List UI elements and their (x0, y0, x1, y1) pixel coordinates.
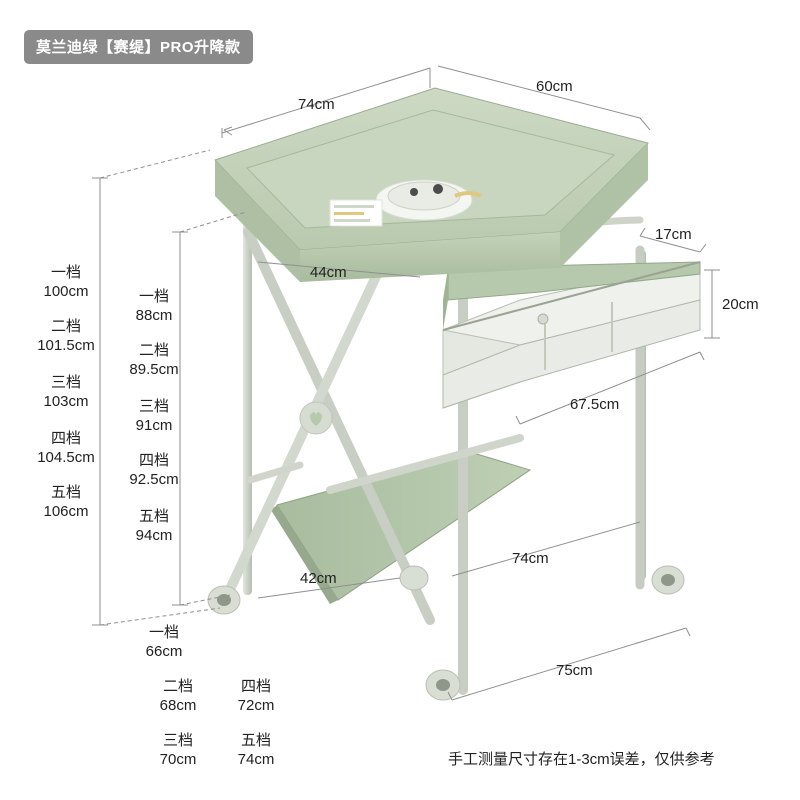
height-outer-5: 五档 106cm (24, 484, 108, 522)
height-bottom-1-value: 66cm (145, 642, 183, 660)
height-bottom-5: 五档 74cm (214, 732, 298, 770)
dim-base-depth: 75cm (556, 662, 593, 679)
height-outer-1-value: 100cm (43, 282, 89, 300)
height-inner-1: 一档 88cm (112, 288, 196, 326)
height-outer-4-gear: 四档 (50, 430, 81, 447)
height-bottom-3-value: 70cm (159, 750, 197, 768)
height-bottom-5-value: 74cm (237, 750, 275, 768)
height-bottom-4-gear: 四档 (240, 678, 271, 695)
height-outer-3-gear: 三档 (50, 374, 81, 391)
height-outer-2-value: 101.5cm (37, 336, 95, 354)
height-inner-4: 四档 92.5cm (106, 452, 202, 490)
height-inner-4-value: 92.5cm (129, 470, 179, 488)
height-bottom-4: 四档 72cm (214, 678, 298, 716)
dim-tray-depth: 44cm (310, 264, 347, 281)
dim-bottom-shelf: 74cm (512, 550, 549, 567)
dim-leg-spread: 42cm (300, 570, 337, 587)
height-inner-2-value: 89.5cm (129, 360, 179, 378)
height-outer-3-value: 103cm (43, 392, 89, 410)
dim-top-left-width: 74cm (298, 96, 335, 113)
height-outer-3: 三档 103cm (24, 374, 108, 412)
height-inner-2-gear: 二档 (138, 342, 169, 359)
dim-basket-height: 20cm (722, 296, 759, 313)
height-bottom-3-gear: 三档 (162, 732, 193, 749)
height-bottom-4-value: 72cm (237, 696, 275, 714)
height-inner-2: 二档 89.5cm (106, 342, 202, 380)
height-outer-4-value: 104.5cm (37, 448, 95, 466)
height-bottom-2-value: 68cm (159, 696, 197, 714)
height-bottom-5-gear: 五档 (240, 732, 271, 749)
height-inner-1-value: 88cm (135, 306, 173, 324)
height-bottom-2: 二档 68cm (136, 678, 220, 716)
height-bottom-1: 一档 66cm (122, 624, 206, 662)
height-inner-5-gear: 五档 (138, 508, 169, 525)
height-bottom-3: 三档 70cm (136, 732, 220, 770)
height-inner-1-gear: 一档 (138, 288, 169, 305)
height-inner-5: 五档 94cm (112, 508, 196, 546)
changing-tray (214, 87, 649, 282)
height-bottom-2-gear: 二档 (162, 678, 193, 695)
height-outer-1: 一档 100cm (24, 264, 108, 302)
height-inner-4-gear: 四档 (138, 452, 169, 469)
dim-basket-width: 17cm (655, 226, 692, 243)
height-inner-3-gear: 三档 (138, 398, 169, 415)
height-outer-5-gear: 五档 (50, 484, 81, 501)
height-bottom-1-gear: 一档 (148, 624, 179, 641)
height-outer-2: 二档 101.5cm (18, 318, 114, 356)
dim-basket-length: 67.5cm (570, 396, 620, 413)
height-outer-4: 四档 104.5cm (18, 430, 114, 468)
dim-top-right-width: 60cm (536, 78, 573, 95)
height-outer-2-gear: 二档 (50, 318, 81, 335)
height-inner-3-value: 91cm (135, 416, 173, 434)
height-outer-1-gear: 一档 (50, 264, 81, 281)
dimension-lines (92, 65, 720, 701)
height-inner-5-value: 94cm (135, 526, 173, 544)
title-badge: 莫兰迪绿【赛缇】PRO升降款 (24, 30, 253, 64)
casters (207, 565, 685, 701)
measurement-disclaimer: 手工测量尺寸存在1-3cm误差，仅供参考 (448, 751, 715, 768)
height-outer-5-value: 106cm (43, 502, 89, 520)
height-inner-3: 三档 91cm (112, 398, 196, 436)
